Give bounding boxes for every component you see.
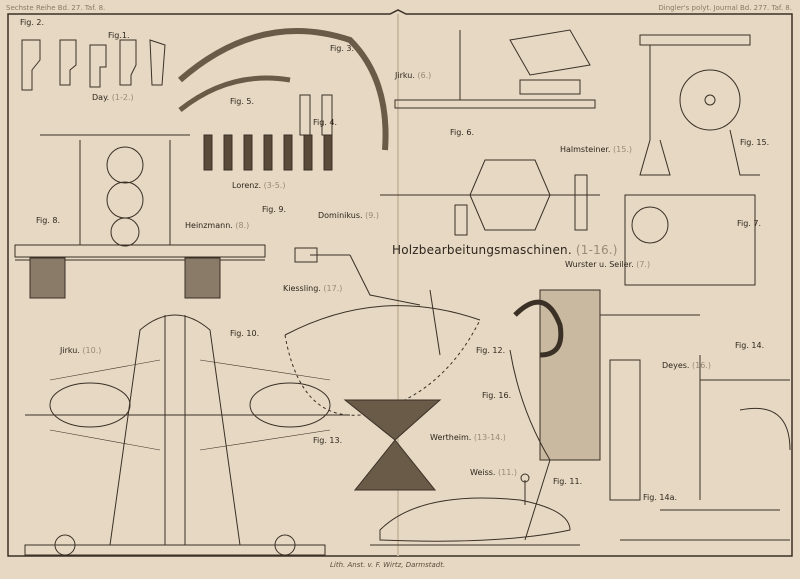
label-fig10: Fig. 10. [230, 329, 260, 338]
label-deyes: Deyes. (16.) [662, 361, 711, 370]
fig12-kiessling [284, 247, 481, 416]
label-fig9: Fig. 9. [262, 205, 287, 214]
fig4-profiles [299, 94, 333, 136]
label-kiessling: Kiessling. (17.) [283, 284, 343, 293]
label-weiss: Weiss. (11.) [470, 468, 517, 477]
plate-title: Holzbearbeitungsmaschinen. (1-16.) [392, 243, 618, 257]
label-fig4: Fig. 4. [313, 118, 338, 127]
fig15-halmsteiner [639, 34, 760, 176]
label-fig11: Fig. 11. [553, 477, 583, 486]
label-fig7: Fig. 7. [737, 219, 762, 228]
label-day: Day. (1-2.) [92, 93, 134, 102]
label-wurster: Wurster u. Seiler. (7.) [565, 260, 651, 269]
fig8-heinzmann [14, 134, 266, 299]
header-left: Sechste Reihe Bd. 27. Taf. 8. [6, 4, 106, 12]
label-fig14a: Fig. 14a. [643, 493, 678, 502]
label-fig8: Fig. 8. [36, 216, 61, 225]
fig6-jirku [380, 29, 600, 236]
fig3-cutter-arc [178, 28, 389, 151]
fig7-cutter [624, 194, 756, 286]
label-fig3: Fig. 3. [330, 44, 355, 53]
label-wertheim: Wertheim. (13-14.) [430, 433, 506, 442]
label-fig16: Fig. 16. [482, 391, 512, 400]
label-dominikus: Dominikus. (9.) [318, 211, 379, 220]
label-halmsteiner: Halmsteiner. (15.) [560, 145, 632, 154]
fig10-jirku [24, 314, 350, 556]
label-fig15: Fig. 15. [740, 138, 770, 147]
label-fig13: Fig. 13. [313, 436, 343, 445]
label-fig14: Fig. 14. [735, 341, 765, 350]
fig1-blades [21, 39, 166, 91]
fig14-deyes [609, 355, 791, 541]
fig5-arc [178, 75, 291, 112]
label-fig12: Fig. 12. [476, 346, 506, 355]
fig11-weiss [370, 473, 580, 546]
label-jirku6: Jirku. (6.) [395, 71, 432, 80]
fig13-wertheim [343, 399, 442, 491]
plate-border [7, 9, 793, 557]
label-heinzmann: Heinzmann. (8.) [185, 221, 250, 230]
lithographer-credit: Lith. Anst. v. F. Wirtz, Darmstadt. [330, 561, 446, 569]
header-right: Dingler's polyt. Journal Bd. 277. Taf. 8… [658, 4, 792, 12]
fig16-wurster [509, 289, 700, 541]
label-fig6: Fig. 6. [450, 128, 475, 137]
label-lorenz: Lorenz. (3-5.) [232, 181, 286, 190]
label-fig2: Fig. 2. [20, 18, 45, 27]
label-fig5: Fig. 5. [230, 97, 255, 106]
lorenz-profiles [203, 134, 333, 171]
label-jirku10: Jirku. (10.) [60, 346, 102, 355]
label-fig1: Fig.1. [108, 31, 130, 40]
